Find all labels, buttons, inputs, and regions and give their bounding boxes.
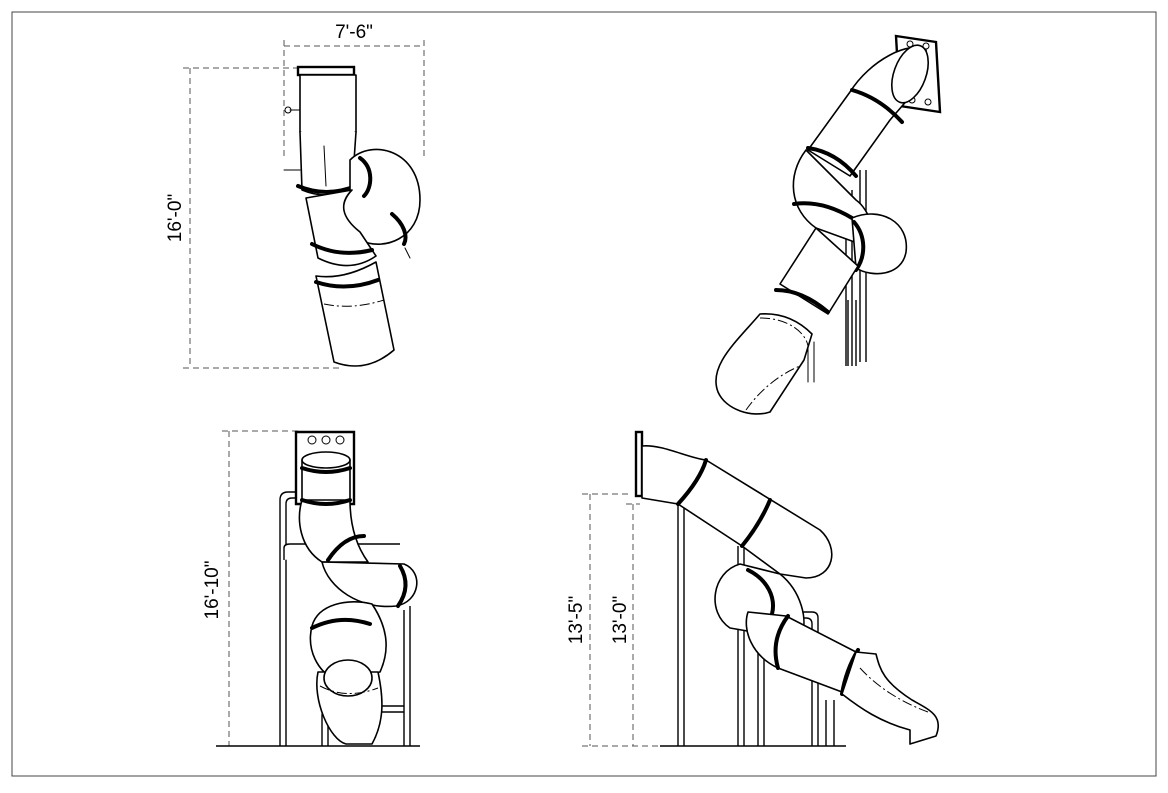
front-band-3 bbox=[396, 564, 408, 608]
side-exit-lip bbox=[859, 667, 929, 713]
top-band-5 bbox=[314, 278, 380, 289]
iso-exit-lip bbox=[759, 317, 809, 347]
top-entry-tube bbox=[299, 74, 357, 140]
iso-band-1 bbox=[850, 88, 904, 124]
front-entry-opening bbox=[301, 451, 351, 469]
top-exit-chute bbox=[315, 261, 395, 367]
side-upper-tube bbox=[641, 445, 833, 579]
front-band-2 bbox=[326, 534, 366, 562]
top-entry-plate bbox=[296, 65, 356, 77]
top-height-dimension: 16'-0" bbox=[165, 67, 340, 369]
front-height-label: 16'-10" bbox=[202, 561, 223, 620]
top-width-dimension: 7'-6" bbox=[283, 22, 425, 160]
front-exit-opening bbox=[323, 659, 373, 697]
side-deck-dimension: 13'-0" bbox=[610, 503, 640, 746]
front-spiral-1 bbox=[298, 499, 369, 563]
side-band-2 bbox=[740, 498, 772, 548]
isometric-view bbox=[715, 34, 942, 415]
top-band-3 bbox=[390, 212, 408, 246]
top-view: 7'-6" 16'-0" bbox=[165, 22, 425, 369]
iso-band-2 bbox=[806, 146, 858, 178]
iso-band-5 bbox=[774, 288, 830, 314]
front-spiral-2 bbox=[321, 561, 418, 608]
top-width-label: 7'-6" bbox=[335, 22, 373, 43]
side-exit-chute bbox=[841, 651, 939, 745]
side-overall-height-label: 13'-5" bbox=[566, 596, 587, 644]
top-height-label: 16'-0" bbox=[165, 194, 186, 242]
front-view: 16'-10" bbox=[202, 430, 420, 747]
top-straight-tube bbox=[299, 131, 357, 196]
top-mid-tube bbox=[305, 189, 377, 267]
side-band-3 bbox=[746, 568, 775, 616]
iso-exit-chute bbox=[715, 313, 813, 415]
side-view: 13'-5" 13'-0" bbox=[566, 430, 939, 747]
front-band-4 bbox=[310, 617, 372, 630]
top-band-4 bbox=[310, 242, 374, 255]
iso-band-3 bbox=[792, 201, 854, 220]
top-band-2 bbox=[358, 156, 373, 198]
side-deck-height-label: 13'-0" bbox=[610, 596, 631, 644]
iso-lobe bbox=[851, 213, 908, 275]
side-band-4 bbox=[773, 614, 790, 670]
side-band-1 bbox=[676, 458, 708, 506]
front-band-1 bbox=[300, 466, 352, 474]
side-mount-plate bbox=[634, 430, 644, 498]
top-exit-lip bbox=[323, 299, 385, 307]
sheet-border bbox=[11, 11, 1157, 777]
